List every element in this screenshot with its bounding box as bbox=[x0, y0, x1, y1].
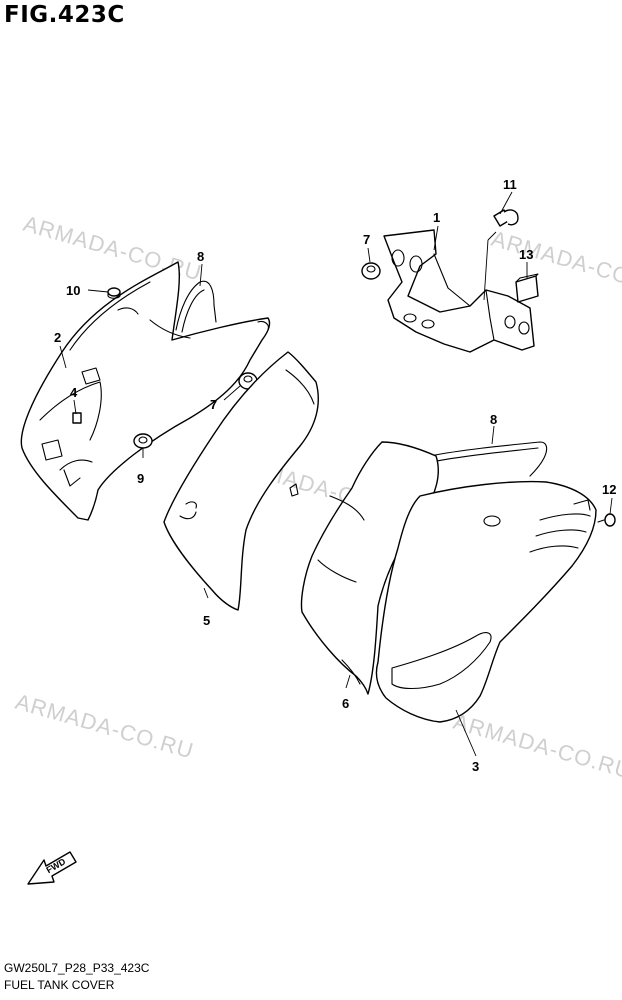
callout-2: 2 bbox=[54, 330, 61, 345]
callout-7-left: 7 bbox=[210, 397, 217, 412]
part-8-trim-strip-right bbox=[429, 441, 548, 477]
part-7-cushion-right bbox=[361, 262, 381, 280]
part-9-grommet bbox=[133, 433, 153, 449]
callout-12: 12 bbox=[602, 482, 616, 497]
watermark: ARMADA-CO.RU bbox=[489, 226, 622, 301]
watermark: ARMADA-CO.RU bbox=[13, 689, 197, 764]
callout-1: 1 bbox=[433, 210, 440, 225]
figure-code: GW250L7_P28_P33_423C bbox=[4, 961, 150, 975]
callout-5: 5 bbox=[203, 613, 210, 628]
part-4-clip bbox=[72, 412, 82, 424]
callout-6: 6 bbox=[342, 696, 349, 711]
part-11-bolt bbox=[493, 209, 519, 227]
fwd-direction-arrow-icon: FWD bbox=[27, 851, 77, 885]
callout-7-right: 7 bbox=[363, 232, 370, 247]
callout-4: 4 bbox=[70, 385, 78, 400]
part-5-inner-cover bbox=[163, 351, 319, 611]
part-1-bracket bbox=[383, 229, 535, 353]
callout-10: 10 bbox=[66, 283, 80, 298]
callout-labels: 1 2 3 4 5 6 7 7 8 8 9 10 11 12 13 bbox=[54, 177, 616, 774]
part-3-outer-right-cover bbox=[375, 480, 597, 723]
part-8-trim-strip-left bbox=[175, 280, 217, 333]
part-2-left-front-cover bbox=[20, 261, 271, 521]
callout-13: 13 bbox=[519, 247, 533, 262]
callout-8-left: 8 bbox=[197, 249, 204, 264]
callout-9: 9 bbox=[137, 471, 144, 486]
callout-3: 3 bbox=[472, 759, 479, 774]
callout-8-right: 8 bbox=[490, 412, 497, 427]
figure-title: FIG.423C bbox=[4, 2, 125, 28]
figure-name: FUEL TANK COVER bbox=[4, 978, 115, 992]
callout-11: 11 bbox=[503, 177, 517, 192]
part-12-screw bbox=[597, 513, 616, 527]
part-13-pad bbox=[515, 273, 539, 303]
leader-lines bbox=[59, 191, 613, 757]
part-6-inner-right-cover bbox=[300, 441, 439, 695]
